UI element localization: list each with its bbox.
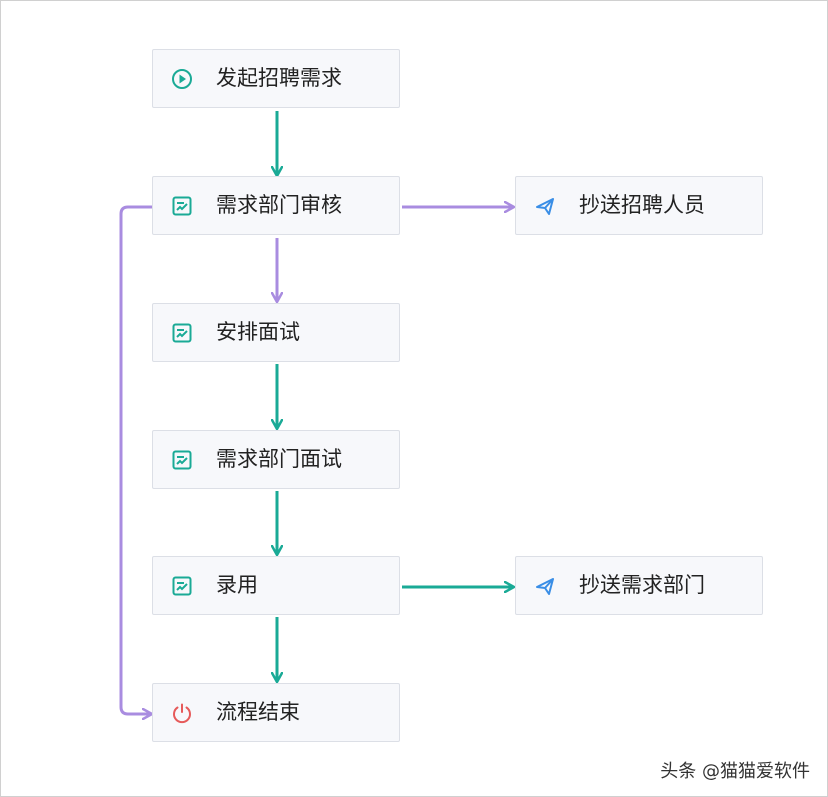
node-start[interactable]: 发起招聘需求 (152, 49, 400, 108)
node-label: 抄送招聘人员 (579, 193, 705, 217)
send-plane-icon (533, 194, 557, 218)
node-cc-recruiter[interactable]: 抄送招聘人员 (515, 176, 763, 235)
node-label: 需求部门审核 (216, 193, 342, 217)
power-icon (170, 701, 194, 725)
approval-form-icon (170, 194, 194, 218)
node-label: 抄送需求部门 (579, 573, 705, 597)
approval-form-icon (170, 321, 194, 345)
node-label: 安排面试 (216, 320, 300, 344)
node-arrange-interview[interactable]: 安排面试 (152, 303, 400, 362)
node-dept-interview[interactable]: 需求部门面试 (152, 430, 400, 489)
node-dept-review[interactable]: 需求部门审核 (152, 176, 400, 235)
node-hire[interactable]: 录用 (152, 556, 400, 615)
send-plane-icon (533, 574, 557, 598)
node-label: 需求部门面试 (216, 447, 342, 471)
play-circle-icon (170, 67, 194, 91)
node-label: 发起招聘需求 (216, 66, 342, 90)
approval-form-icon (170, 448, 194, 472)
node-label: 录用 (216, 573, 258, 597)
node-end[interactable]: 流程结束 (152, 683, 400, 742)
node-cc-dept[interactable]: 抄送需求部门 (515, 556, 763, 615)
watermark: 头条 @猫猫爱软件 (660, 761, 810, 782)
node-label: 流程结束 (216, 700, 300, 724)
edge-review-reject-to-end (119, 205, 152, 714)
approval-form-icon (170, 574, 194, 598)
